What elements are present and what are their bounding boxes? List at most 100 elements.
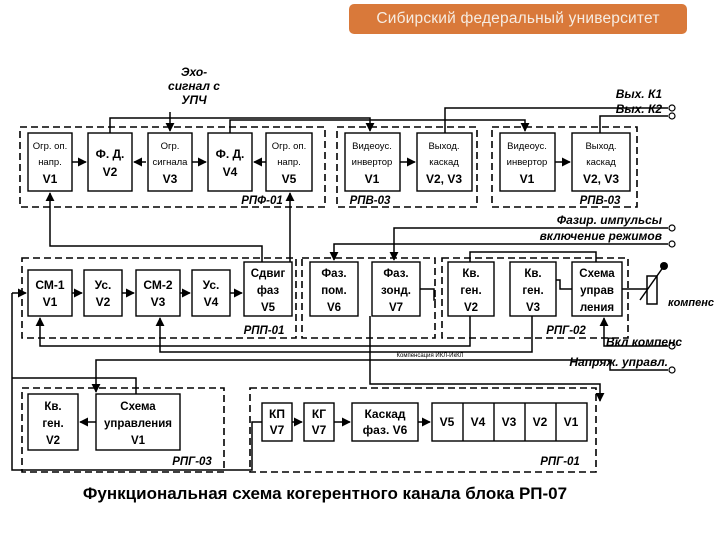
ogr3-line2: сигнала bbox=[153, 157, 189, 168]
kp-line2: V7 bbox=[270, 423, 285, 437]
group-label-rpv-b: РПВ-03 bbox=[580, 195, 621, 207]
sm1-line1: СМ-1 bbox=[35, 278, 65, 292]
block-us-v2 bbox=[83, 269, 123, 317]
ogr5-line3: V5 bbox=[282, 172, 297, 186]
fd4-line2: V4 bbox=[223, 165, 238, 179]
kg-line1: КГ bbox=[312, 407, 326, 421]
echo-label-1: Эхо- bbox=[181, 65, 207, 79]
kaskad-line2: фаз. V6 bbox=[363, 423, 408, 437]
kg-line2: V7 bbox=[312, 423, 327, 437]
shema-line3: ления bbox=[580, 302, 614, 314]
echo-label-3: УПЧ bbox=[181, 93, 207, 107]
kvgen-b-line2: ген. bbox=[42, 418, 63, 430]
kvgen2-line3: V2 bbox=[464, 302, 478, 314]
block-sm1 bbox=[27, 269, 73, 317]
kp-line1: КП bbox=[269, 407, 285, 421]
fd2-line2: V2 bbox=[103, 165, 118, 179]
ogr5-line1: Огр. оп. bbox=[272, 141, 306, 152]
block-fd-v4 bbox=[207, 132, 253, 192]
vid1-line3: V1 bbox=[365, 172, 380, 186]
fazzond-line1: Фаз. bbox=[383, 268, 408, 280]
vyh2-line1: Выход. bbox=[585, 141, 616, 152]
shema-line2: управ bbox=[580, 285, 614, 297]
kvgen3-line1: Кв. bbox=[524, 268, 541, 280]
sm2-line2: V3 bbox=[151, 295, 166, 309]
shema-b-line1: Схема bbox=[120, 401, 156, 413]
vid1-line2: инвертор bbox=[352, 157, 393, 168]
block-chain-v5-v1 bbox=[431, 402, 588, 442]
ogr1-line1: Огр. оп. bbox=[33, 141, 67, 152]
fd2-line1: Ф. Д. bbox=[96, 147, 125, 161]
chain-v3: V3 bbox=[502, 415, 517, 429]
out-k2-label: Вых. К2 bbox=[616, 102, 663, 116]
kaskad-line1: Каскад bbox=[364, 407, 405, 421]
block-sdvig-faz bbox=[243, 261, 293, 317]
vyh1-line1: Выход. bbox=[428, 141, 459, 152]
group-frame-rpp-b bbox=[301, 257, 436, 339]
group-label-rpg02: РПГ-02 bbox=[546, 325, 586, 337]
sdvig-line3: V5 bbox=[261, 302, 276, 314]
vid2-line2: инвертор bbox=[507, 157, 548, 168]
fazpom-line2: пом. bbox=[321, 285, 347, 297]
fazzond-line2: зонд. bbox=[381, 285, 411, 297]
ogr5-line2: напр. bbox=[277, 157, 301, 168]
shema-b-line3: V1 bbox=[131, 435, 146, 447]
echo-label-2: сигнал с bbox=[168, 79, 220, 93]
block-us-v4 bbox=[191, 269, 231, 317]
group-frame-rpp-a bbox=[21, 257, 297, 339]
sm2-line1: СМ-2 bbox=[143, 278, 173, 292]
us4-line2: V4 bbox=[204, 295, 219, 309]
kvgen-b-line3: V2 bbox=[46, 435, 60, 447]
block-vyhod-kaskad-1 bbox=[416, 132, 473, 192]
block-kv-gen-v3 bbox=[509, 261, 557, 317]
mode-switch-label: включение режимов bbox=[540, 229, 662, 243]
block-vyhod-kaskad-2 bbox=[571, 132, 631, 192]
vid2-line1: Видеоус. bbox=[507, 141, 547, 152]
group-frame-rpv-a bbox=[336, 126, 478, 208]
group-frame-rpf bbox=[19, 126, 326, 208]
ogr1-line2: напр. bbox=[38, 157, 62, 168]
us2-line1: Ус. bbox=[95, 278, 112, 292]
vyh2-line2: каскад bbox=[586, 157, 616, 168]
block-ogr-signala-v3 bbox=[147, 132, 193, 192]
vyh1-line2: каскад bbox=[429, 157, 459, 168]
komp-small-label: Компенсация ИКЛ-ИкКЛ bbox=[396, 353, 463, 359]
group-frame-rpg02 bbox=[441, 257, 629, 339]
sdvig-line2: фаз bbox=[257, 285, 280, 297]
kvgen2-line2: ген. bbox=[460, 285, 481, 297]
fd4-line1: Ф. Д. bbox=[216, 147, 245, 161]
block-sm2 bbox=[135, 269, 181, 317]
ogr3-line3: V3 bbox=[163, 172, 178, 186]
chain-v2: V2 bbox=[533, 415, 548, 429]
fazpom-line1: Фаз. bbox=[321, 268, 346, 280]
group-label-rpg03: РПГ-03 bbox=[172, 456, 212, 468]
block-videous-invertor-1 bbox=[344, 132, 401, 192]
phase-pulses-label: Фазир. импульсы bbox=[557, 213, 663, 227]
out-k1-label: Вых. К1 bbox=[616, 87, 663, 101]
kvgen-b-line1: Кв. bbox=[44, 401, 61, 413]
fazzond-line3: V7 bbox=[389, 302, 403, 314]
vid1-line1: Видеоус. bbox=[352, 141, 392, 152]
block-kv-gen-bottom bbox=[27, 393, 79, 451]
sdvig-line1: Сдвиг bbox=[251, 268, 286, 280]
chain-v4: V4 bbox=[471, 415, 486, 429]
vyh1-line3: V2, V3 bbox=[426, 172, 462, 186]
university-banner: Сибирский федеральный университет bbox=[349, 4, 687, 34]
block-faz-pom bbox=[309, 261, 359, 317]
block-kv-gen-v2 bbox=[447, 261, 495, 317]
group-label-rpv-a: РПВ-03 bbox=[350, 195, 391, 207]
kvgen3-line3: V3 bbox=[526, 302, 540, 314]
diagram-caption: Функциональная схема когерентного канала… bbox=[82, 484, 568, 503]
block-fd-v2 bbox=[87, 132, 133, 192]
kvgen2-line1: Кв. bbox=[462, 268, 479, 280]
group-frame-rpv-b bbox=[491, 126, 638, 208]
vid2-line3: V1 bbox=[520, 172, 535, 186]
group-frame-rpg01 bbox=[249, 387, 597, 473]
vkl-komp-label: Вкл компенс bbox=[606, 335, 682, 349]
napr-label: Напряж. управл. bbox=[569, 355, 668, 369]
block-shema-upravleniya-v1 bbox=[95, 393, 181, 451]
chain-v1: V1 bbox=[564, 415, 579, 429]
block-ogr-op-napr-v1 bbox=[27, 132, 73, 192]
shema-b-line2: управления bbox=[104, 418, 172, 430]
